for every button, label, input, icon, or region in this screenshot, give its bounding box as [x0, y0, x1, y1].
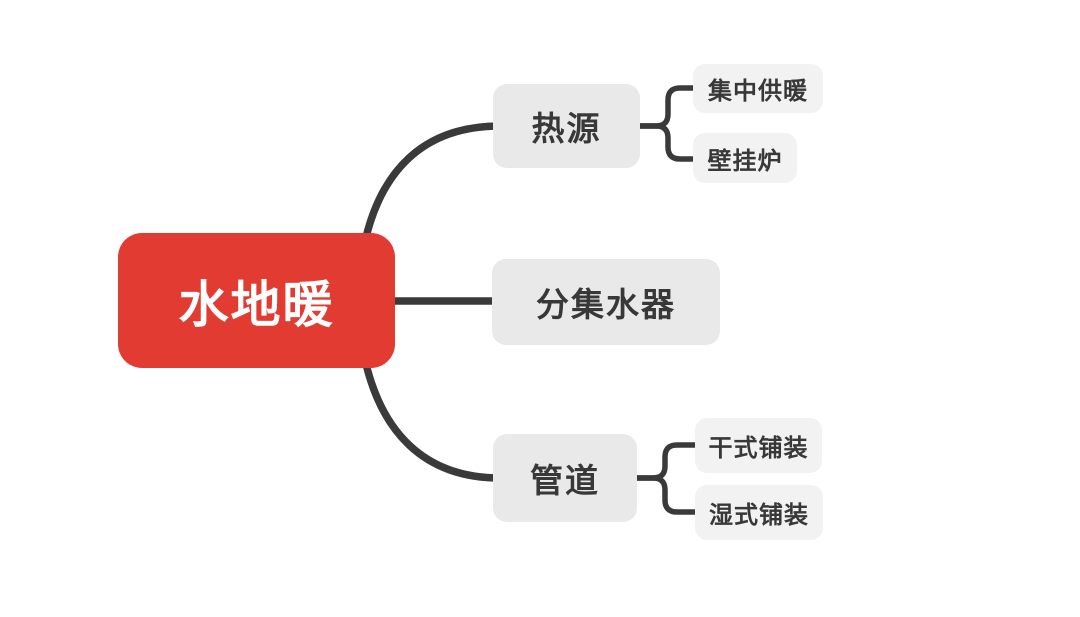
connector-root-to-pipe	[360, 351, 504, 482]
node-label: 集中供暖	[708, 78, 808, 105]
node-dry-laying[interactable]: 干式铺装	[695, 418, 822, 473]
node-label: 壁挂炉	[707, 147, 783, 175]
node-label: 湿式铺装	[709, 502, 809, 529]
node-heat-source[interactable]: 热源	[493, 84, 640, 168]
node-wet-laying[interactable]: 湿式铺装	[695, 485, 823, 540]
node-label: 干式铺装	[708, 435, 809, 462]
node-root-water-floor-heating[interactable]: 水地暖	[118, 233, 395, 368]
connector-pipe-to-wet-laying	[629, 475, 702, 515]
node-label: 热源	[531, 110, 602, 147]
node-pipe[interactable]: 管道	[493, 434, 637, 522]
connector-root-to-heat-source	[360, 122, 504, 250]
node-label: 管道	[530, 462, 600, 499]
node-label: 水地暖	[178, 276, 335, 333]
connector-pipe-to-dry-laying	[629, 442, 702, 481]
connector-heat-to-central-heating	[632, 85, 700, 129]
node-manifold[interactable]: 分集水器	[492, 259, 720, 345]
node-wall-hung-boiler[interactable]: 壁挂炉	[693, 133, 797, 183]
node-label: 分集水器	[536, 286, 676, 323]
connector-heat-to-wall-boiler	[632, 123, 700, 162]
node-central-heating[interactable]: 集中供暖	[693, 64, 823, 113]
